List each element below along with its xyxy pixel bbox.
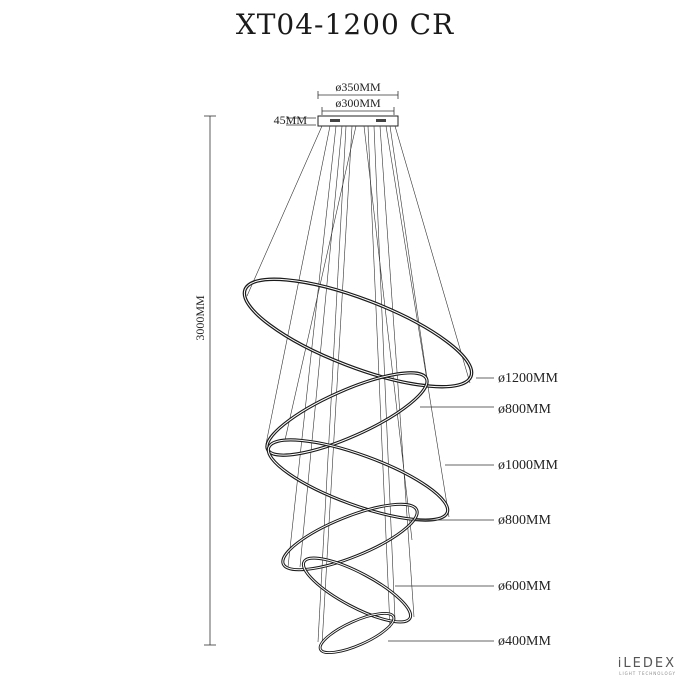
light-rings — [242, 277, 474, 655]
canopy-outer-label: ø350MM — [335, 80, 381, 94]
ring-600 — [301, 556, 413, 624]
ring-label-800-upper: ø800MM — [498, 402, 551, 417]
ring-label-1000: ø1000MM — [498, 458, 558, 473]
ring-label-400: ø400MM — [498, 634, 551, 649]
ring-1200 — [242, 277, 474, 389]
product-title: XT04-1200 CR — [235, 8, 455, 41]
canopy — [317, 115, 399, 127]
total-height-label: 3000MM — [193, 295, 207, 341]
height-dimension — [204, 115, 216, 646]
ring-leader-lines — [388, 377, 494, 642]
ring-1000 — [266, 438, 450, 522]
canopy-inner-label: ø300MM — [335, 96, 381, 110]
suspension-cables — [246, 125, 471, 646]
ring-400 — [318, 611, 396, 655]
ring-800-upper — [265, 371, 429, 457]
brand-logo: iLEDEX LIGHT TECHNOLOGY — [618, 656, 676, 676]
brand-name: iLEDEX — [617, 656, 676, 671]
canopy-height-label: 45MM — [274, 113, 308, 127]
ring-label-1200: ø1200MM — [498, 371, 558, 386]
brand-tagline: LIGHT TECHNOLOGY — [619, 671, 676, 676]
ring-800-lower — [281, 502, 419, 572]
canopy-dimensions — [286, 91, 399, 126]
ring-label-600: ø600MM — [498, 579, 551, 594]
ring-label-800-lower: ø800MM — [498, 513, 551, 528]
